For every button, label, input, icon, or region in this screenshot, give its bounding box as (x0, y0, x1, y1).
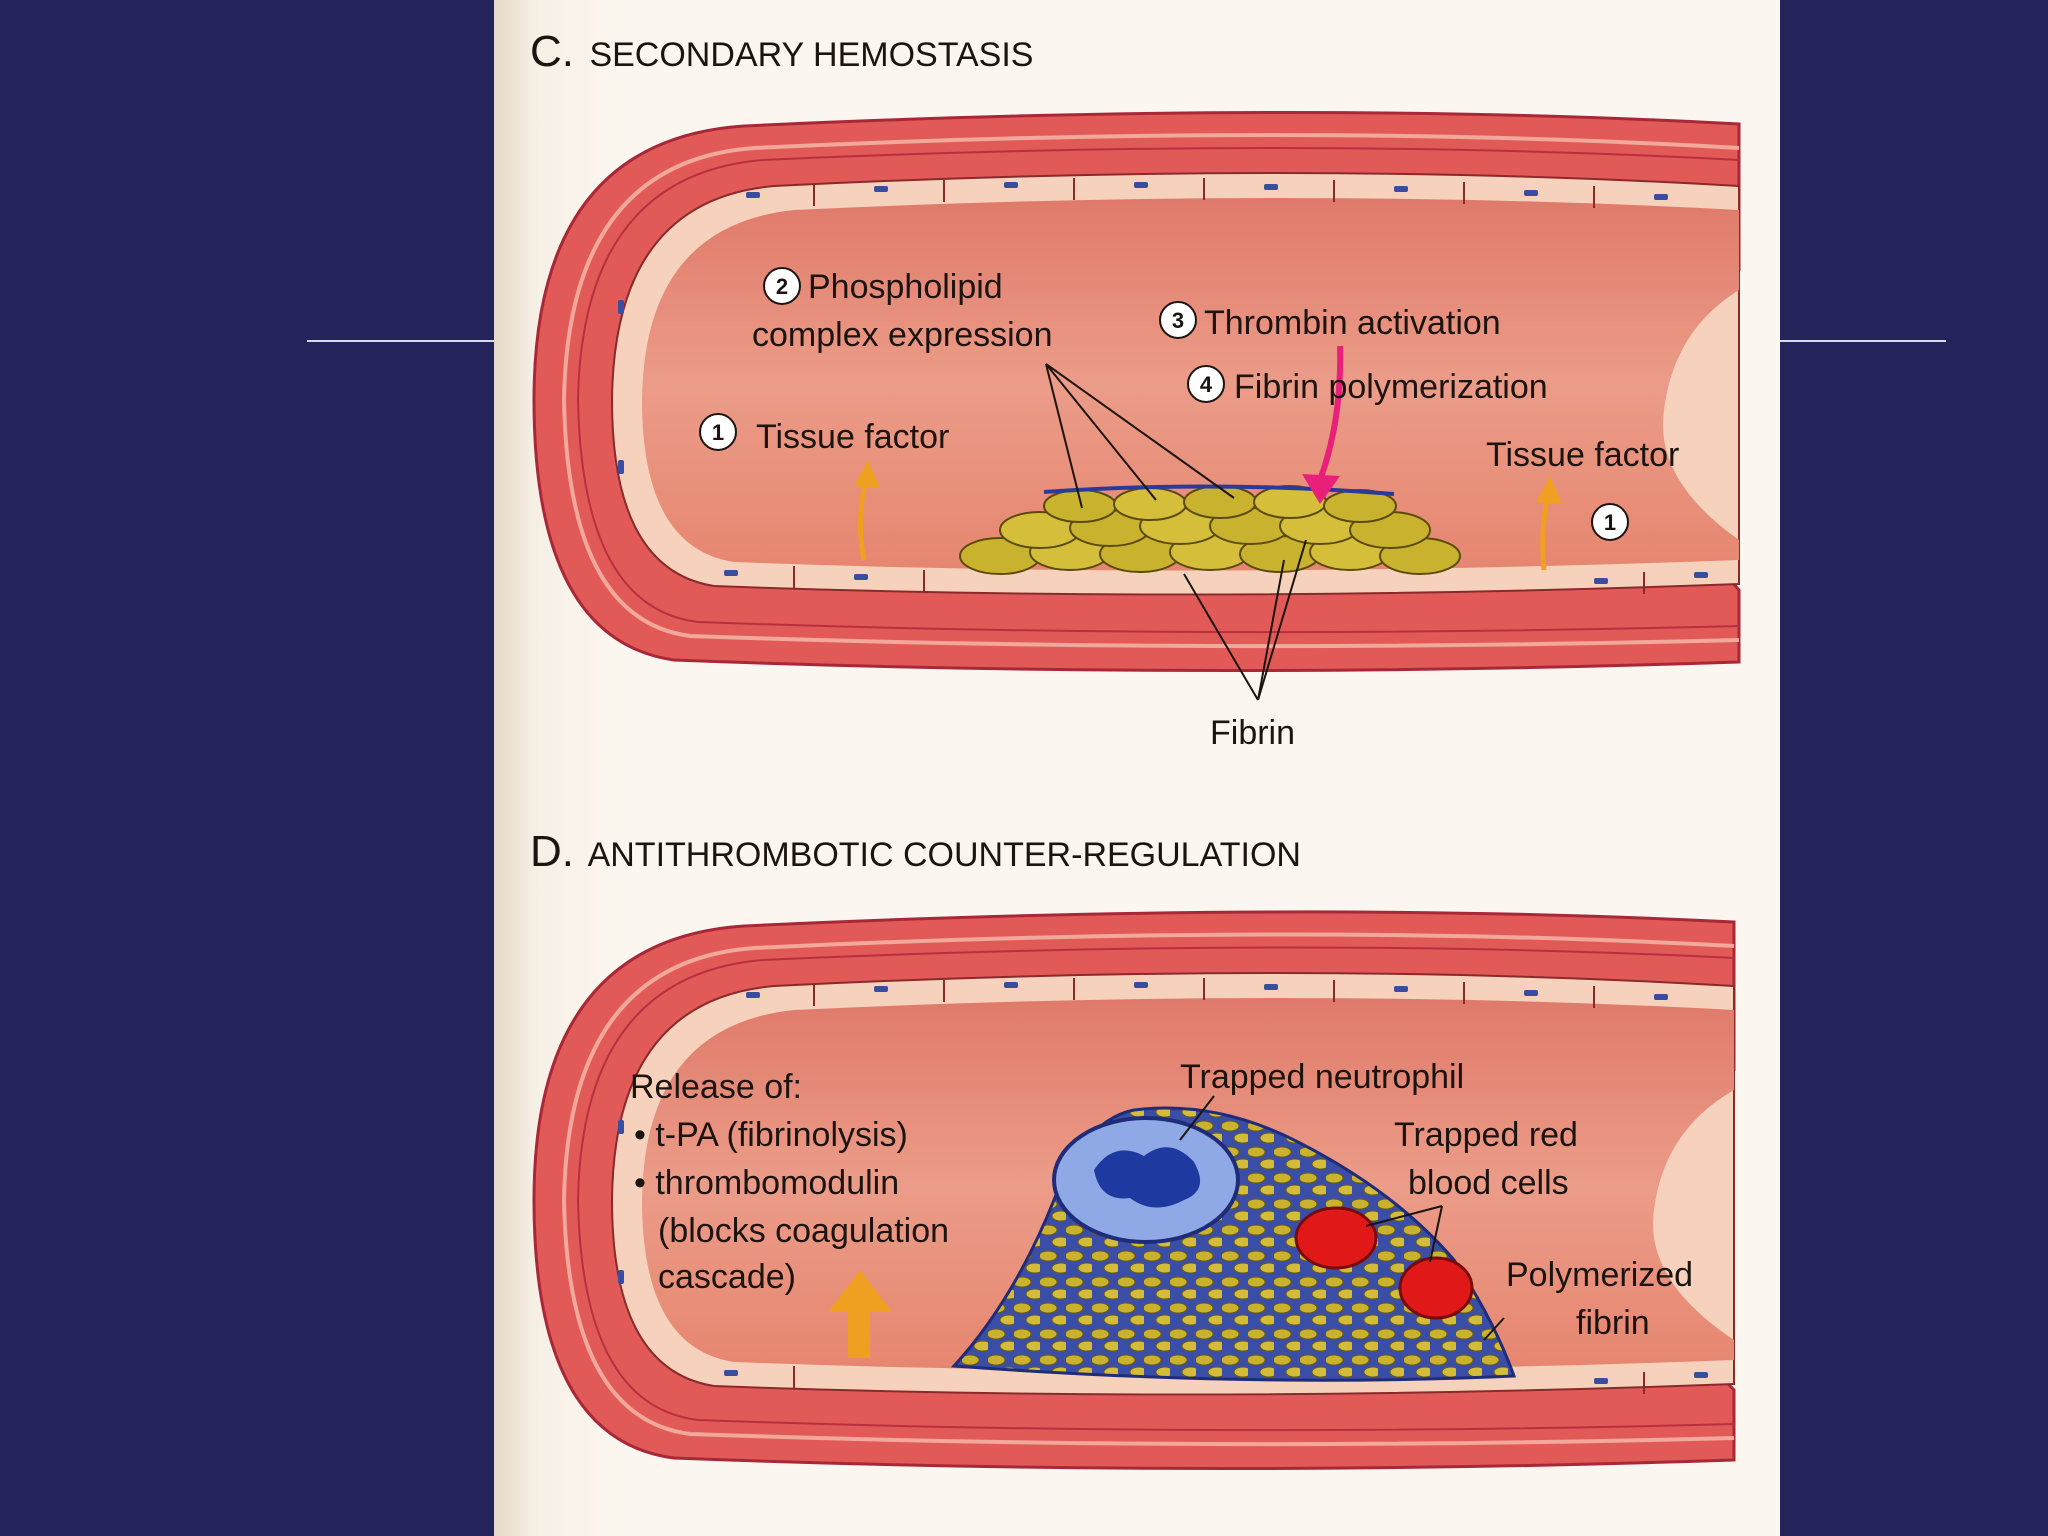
title-rule-left (307, 340, 497, 342)
step-3-number: 3 (1172, 308, 1184, 333)
platelet-plug (959, 485, 1461, 575)
panel-d-pointers (1179, 1095, 1505, 1341)
label-cascade: cascade) (658, 1258, 796, 1296)
label-phospholipid: Phospholipid (808, 268, 1003, 306)
trapped-red-cell-2 (1398, 1256, 1474, 1320)
step-4-number: 4 (1200, 372, 1213, 397)
label-tissue-factor-left: Tissue factor (756, 418, 949, 456)
fibrin-pointers (1183, 539, 1307, 701)
label-thrombin-activation: Thrombin activation (1204, 304, 1501, 342)
label-blood-cells: blood cells (1408, 1164, 1569, 1202)
label-trapped-red: Trapped red (1394, 1116, 1578, 1154)
trapped-neutrophil (1052, 1116, 1240, 1244)
label-tpa: • t-PA (fibrinolysis) (634, 1116, 908, 1154)
step-1-left-marker (699, 413, 737, 451)
tissue-factor-arrow-right (1536, 476, 1562, 571)
label-tissue-factor-right: Tissue factor (1486, 436, 1679, 474)
step-2-marker (763, 267, 801, 305)
step-1-left-number: 1 (712, 420, 724, 445)
label-trapped-neutrophil: Trapped neutrophil (1180, 1058, 1464, 1096)
step-1-right-marker (1591, 503, 1629, 541)
label-complex-expression: complex expression (752, 316, 1052, 354)
trapped-red-cell-1 (1294, 1206, 1378, 1270)
tissue-factor-arrow-left (854, 460, 880, 561)
title-rule-right (1776, 340, 1946, 342)
hemostasis-figure: C. SECONDARY HEMOSTASIS (494, 0, 1780, 1536)
thrombin-arrow (1302, 345, 1344, 504)
panel-d-title: D. ANTITHROMBOTIC COUNTER-REGULATION (530, 827, 1301, 876)
step-1-right-number: 1 (1604, 510, 1616, 535)
label-release-of: Release of: (630, 1068, 802, 1106)
phospholipid-pointers (1045, 363, 1235, 509)
label-fibrin-d: fibrin (1576, 1304, 1650, 1342)
label-fibrin-polymerization: Fibrin polymerization (1234, 368, 1548, 406)
step-3-marker (1159, 301, 1197, 339)
panel-d: D. ANTITHROMBOTIC COUNTER-REGULATION (530, 827, 1736, 1471)
label-fibrin: Fibrin (1210, 714, 1295, 752)
label-blocks-coagulation: (blocks coagulation (658, 1212, 949, 1250)
step-2-number: 2 (776, 274, 788, 299)
vessel-c (532, 110, 1741, 673)
release-arrow (828, 1270, 892, 1358)
step-4-marker (1187, 365, 1225, 403)
panel-c: C. SECONDARY HEMOSTASIS (530, 27, 1741, 752)
label-thrombomodulin: • thrombomodulin (634, 1164, 899, 1202)
hemostasis-diagram: C. SECONDARY HEMOSTASIS (530, 27, 1741, 1471)
panel-c-title: C. SECONDARY HEMOSTASIS (530, 27, 1033, 76)
label-polymerized: Polymerized (1506, 1256, 1693, 1294)
